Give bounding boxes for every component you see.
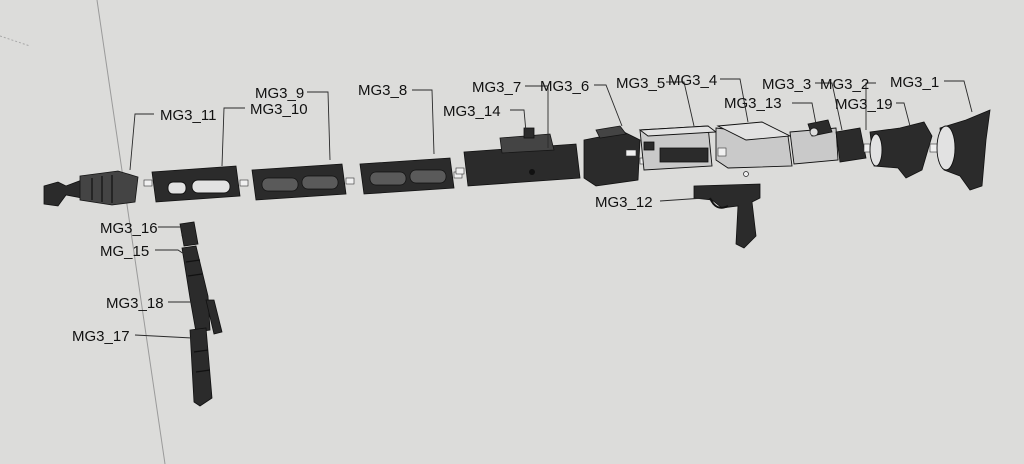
- part-mg3-5: [583, 125, 651, 187]
- label-mg3-9: MG3_9: [255, 85, 304, 102]
- part-mg3-1: [929, 109, 991, 191]
- part-mg3-9: [251, 163, 355, 201]
- label-mg3-11: MG3_11: [160, 107, 216, 124]
- axis-guide-dashed: [0, 35, 31, 47]
- part-flash-hider: [43, 170, 139, 207]
- part-mg3-7: [455, 127, 581, 187]
- label-mg3-1: MG3_1: [890, 74, 939, 91]
- label-mg3-5: MG3_5: [616, 75, 665, 92]
- leader-lines: [129, 78, 973, 339]
- label-mg-15: MG_15: [100, 243, 149, 260]
- label-mg3-17: MG3_17: [72, 328, 130, 345]
- part-mg3-8: [359, 157, 463, 195]
- label-mg3-2: MG3_2: [820, 76, 869, 93]
- label-mg3-14: MG3_14: [443, 103, 501, 120]
- label-mg3-19: MG3_19: [835, 96, 893, 113]
- part-mg3-4: [638, 125, 718, 171]
- label-mg3-10: MG3_10: [250, 101, 308, 118]
- label-mg3-13: MG3_13: [724, 95, 782, 112]
- part-mg3-2: [835, 127, 871, 163]
- label-mg3-4: MG3_4: [668, 72, 717, 89]
- part-mg3-12: [693, 183, 761, 249]
- label-mg3-16: MG3_16: [100, 220, 158, 237]
- label-mg3-18: MG3_18: [106, 295, 164, 312]
- label-mg3-7: MG3_7: [472, 79, 521, 96]
- label-mg3-6: MG3_6: [540, 78, 589, 95]
- label-mg3-3: MG3_3: [762, 76, 811, 93]
- part-bipod: [179, 221, 223, 407]
- part-mg3-3: [789, 119, 839, 165]
- part-mg3-19: [869, 121, 933, 179]
- part-mg3-13: [715, 121, 793, 177]
- axis-guide-line: [96, 0, 166, 464]
- label-mg3-12: MG3_12: [595, 194, 653, 211]
- label-mg3-8: MG3_8: [358, 82, 407, 99]
- part-mg3-11: [143, 165, 249, 203]
